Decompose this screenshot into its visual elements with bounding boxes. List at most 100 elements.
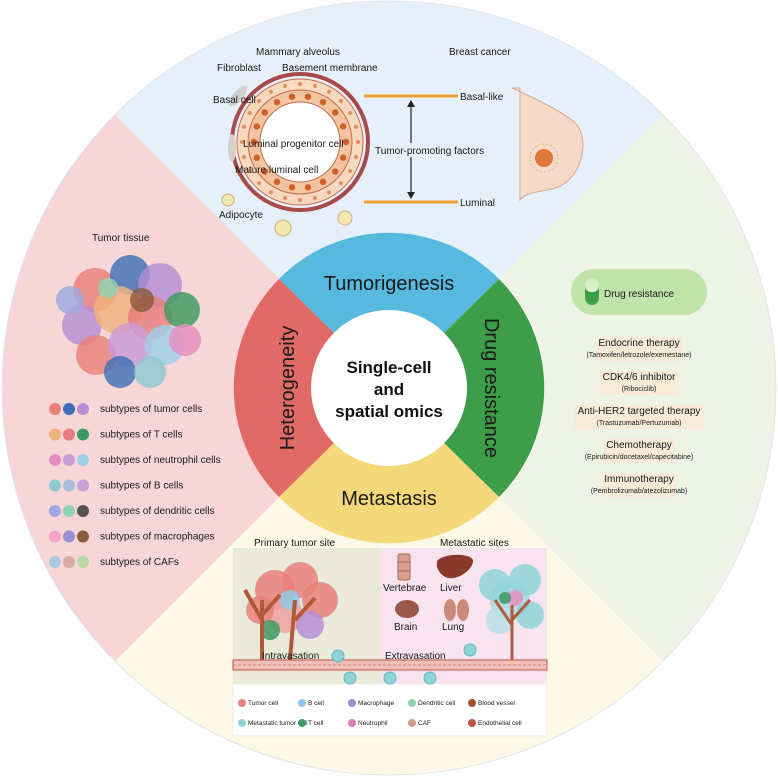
subtype-label: subtypes of macrophages	[100, 532, 215, 543]
luminal-cell-nucleus	[340, 154, 347, 161]
label-adipocyte: Adipocyte	[219, 210, 263, 221]
basal-cell-nucleus	[354, 124, 359, 129]
primary-tumor-cell	[296, 611, 324, 639]
metastatic-tumor-cell	[516, 601, 544, 629]
tissue-cell	[104, 356, 136, 388]
legend-bg	[232, 683, 548, 737]
subtype-cell-icon	[77, 505, 89, 517]
therapy-list: Endocrine therapy (Tamoxifen/letrozole/ex…	[574, 337, 704, 497]
luminal-cell-nucleus	[261, 109, 268, 116]
basal-cell-nucleus	[247, 169, 252, 173]
drug-resistance-title: Drug resistance	[604, 289, 674, 300]
therapy-detail: (Trastuzumab/Pertuzumab)	[597, 420, 682, 427]
metastasis-panel: Primary tumor site Metastatic sites Intr…	[232, 538, 548, 737]
legend-swatch	[468, 719, 476, 727]
primary-tumor-cell	[280, 590, 300, 610]
quadrant-left	[2, 1, 389, 775]
legend-label: CAF	[418, 720, 431, 727]
luminal-cell-nucleus	[261, 168, 268, 175]
circulating-cells	[331, 643, 477, 685]
drug-resistance-pill	[571, 269, 707, 315]
legend-swatch	[238, 699, 246, 707]
tissue-cell	[56, 286, 84, 314]
legend-label: Dendritic cell	[418, 700, 456, 707]
arrowhead-up	[407, 100, 415, 107]
basal-cell-nucleus	[339, 98, 344, 103]
luminal-cell-nucleus	[253, 154, 260, 161]
tumor-promoting-bg	[372, 143, 498, 157]
organ-brain	[395, 600, 419, 618]
legend-label: Neutrophil	[358, 720, 388, 727]
basal-cell-nucleus	[298, 198, 302, 202]
subtype-label: subtypes of T cells	[100, 430, 182, 441]
label-mature-luminal: Mature luminal cell	[235, 165, 318, 176]
breast-tumor-halo	[529, 143, 559, 173]
therapy-highlight	[599, 371, 680, 395]
therapy-detail: (Tamoxifen/letrozole/exemestane)	[586, 352, 691, 359]
circulating-tumor-cell	[423, 671, 437, 685]
therapy-name: Immunotherapy	[604, 474, 673, 485]
label-luminal: Luminal	[460, 198, 495, 209]
luminal-cell-nucleus	[319, 98, 327, 106]
ring-segment-metastasis	[279, 442, 499, 544]
subtype-cell-icon	[77, 454, 89, 466]
primary-tumor-illustration	[243, 562, 338, 661]
fibroblast-cell	[228, 85, 248, 107]
circulating-tumor-cell	[383, 671, 397, 685]
therapy-detail: (Epirubicin/docetaxel/capecitabine)	[585, 454, 694, 461]
alveolus-lumen	[259, 101, 341, 183]
basal-cell-nucleus	[313, 83, 318, 88]
capsule-icon-top	[585, 279, 599, 292]
therapy-name: Anti-HER2 targeted therapy	[578, 406, 701, 417]
label-basal-cell: Basal cell	[213, 95, 256, 106]
ring-label-heterogeneity: Heterogeneity	[277, 326, 299, 451]
basal-cell-nucleus	[298, 82, 302, 86]
label-mammary-alveolus: Mammary alveolus	[256, 47, 340, 58]
subtype-label: subtypes of neutrophil cells	[100, 455, 221, 466]
subtype-cell-icon	[63, 530, 75, 543]
quadrant-top	[2, 1, 776, 388]
luminal-cell-nucleus	[332, 109, 339, 116]
ring-segment-drug-resistance	[443, 279, 545, 497]
legend-label: T cell	[308, 720, 324, 727]
tissue-cell	[134, 356, 166, 388]
metastatic-tumor-vessels	[493, 598, 532, 660]
legend-swatch	[348, 719, 356, 727]
subtype-cell-icon	[63, 428, 75, 441]
basal-cell-nucleus	[356, 140, 360, 144]
label-basal-like: Basal-like	[460, 92, 504, 103]
label-tumor-promoting: Tumor-promoting factors	[375, 146, 484, 157]
tumor-tissue-cluster	[56, 255, 201, 388]
metastatic-tumor-cell	[509, 564, 541, 596]
label-intravasation: Intravasation	[262, 651, 319, 662]
metastatic-tumor-cell	[486, 606, 514, 634]
label-luminal-progenitor: Luminal progenitor cell	[243, 139, 344, 150]
basal-cell-nucleus	[256, 181, 261, 186]
subtype-cell-icon	[63, 454, 75, 466]
therapy-name: Endocrine therapy	[598, 338, 679, 349]
label-breast-cancer: Breast cancer	[449, 47, 511, 58]
center-line-2: and	[374, 380, 404, 399]
ring-segment-tumorigenesis	[279, 232, 499, 334]
heterogeneity-panel: Tumor tissue subtypes of tumor cellssubt…	[49, 233, 221, 568]
label-extravasation: Extravasation	[385, 651, 446, 662]
therapy-highlight	[595, 337, 683, 361]
circulating-tumor-cell	[331, 649, 345, 663]
tissue-cell	[169, 324, 201, 356]
basal-cell-shape	[228, 134, 236, 162]
basal-cell-nucleus	[313, 196, 318, 201]
center-line-3: spatial omics	[335, 402, 443, 421]
ring: Tumorigenesis Metastasis Heterogeneity D…	[233, 232, 545, 544]
subtype-cell-icon	[77, 428, 89, 441]
luminal-cell-nucleus	[250, 138, 258, 146]
circulating-tumor-cell	[343, 671, 357, 685]
metastatic-tumor-cell	[507, 590, 523, 606]
legend-label: Blood vessel	[478, 700, 515, 707]
subtype-cell-icon	[77, 403, 89, 415]
label-fibroblast: Fibroblast	[217, 63, 261, 74]
primary-tumor-vessels	[243, 589, 317, 661]
basal-cell-nucleus	[282, 196, 287, 201]
legend-label: B cell	[308, 700, 324, 707]
luminal-cell-nucleus	[273, 98, 281, 106]
organ-vertebrae	[397, 553, 411, 581]
